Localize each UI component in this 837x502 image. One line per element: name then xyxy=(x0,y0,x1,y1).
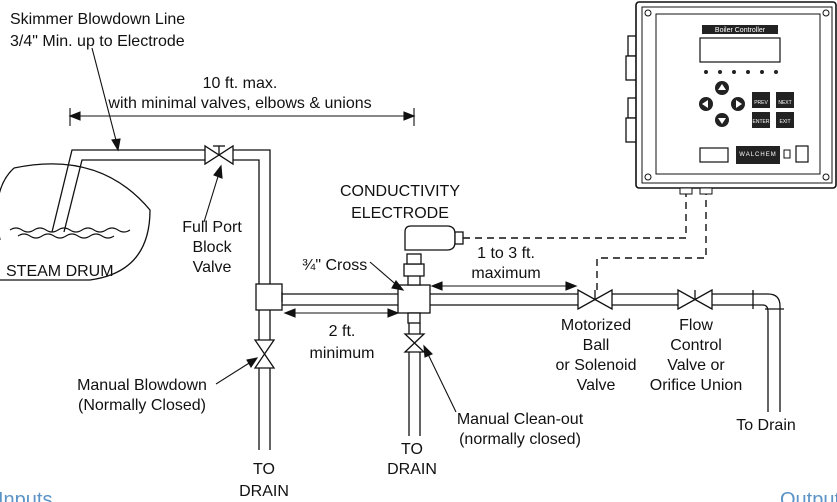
one-to-three-label-2: maximum xyxy=(471,265,540,282)
two-ft-dimension xyxy=(283,308,400,318)
skimmer-line-label-1: Skimmer Blowdown Line xyxy=(10,11,185,28)
to-drain-a-1: TO xyxy=(253,461,275,478)
two-ft-label-2: minimum xyxy=(310,345,375,362)
cross-fitting xyxy=(397,274,431,324)
full-port-block-valve xyxy=(204,144,234,166)
led-row xyxy=(704,70,778,74)
motorized-label-1: Motorized xyxy=(561,317,631,334)
to-drain-a-2: DRAIN xyxy=(239,483,289,500)
one-to-three-ft-dimension xyxy=(430,281,578,291)
brand-plate xyxy=(736,146,780,164)
controller-title: Boiler Controller xyxy=(715,27,766,34)
conductivity-label-1: CONDUCTIVITY xyxy=(340,183,460,200)
manual-blowdown-label-1: Manual Blowdown xyxy=(77,377,207,394)
ten-ft-dimension xyxy=(68,108,416,126)
tee-fitting xyxy=(255,283,283,311)
to-drain-b-1: TO xyxy=(401,441,423,458)
ten-ft-label-1: 10 ft. max. xyxy=(203,75,278,92)
to-drain-c: To Drain xyxy=(736,417,796,434)
manual-blowdown-label-2: (Normally Closed) xyxy=(78,397,206,414)
svg-text:EXIT: EXIT xyxy=(779,119,790,125)
steam-drum xyxy=(0,163,151,281)
leader-arrows xyxy=(91,47,457,413)
manual-cleanout-label-2: (normally closed) xyxy=(459,431,581,448)
exit-button[interactable] xyxy=(776,112,794,128)
conductivity-electrode xyxy=(403,225,464,277)
svg-text:WALCHEM: WALCHEM xyxy=(739,152,776,158)
motorized-label-3: or Solenoid xyxy=(556,357,637,374)
flow-label-4: Orifice Union xyxy=(650,377,742,394)
cross-label: ¾" Cross xyxy=(302,257,367,274)
svg-text:NEXT: NEXT xyxy=(778,100,791,106)
flow-label-2: Control xyxy=(670,337,722,354)
flow-label-3: Valve or xyxy=(667,357,725,374)
elbow-to-drain xyxy=(752,290,784,412)
ten-ft-label-2: with minimal valves, elbows & unions xyxy=(107,95,371,112)
full-port-label-1: Full Port xyxy=(182,219,242,236)
skimmer-line-label-2: 3/4" Min. up to Electrode xyxy=(10,33,185,50)
manual-cleanout-label-1: Manual Clean-out xyxy=(457,411,584,428)
flow-control-valve xyxy=(677,288,713,311)
prev-button[interactable] xyxy=(752,92,770,108)
blowdown-drain-pipe xyxy=(253,310,276,450)
motorized-label-4: Valve xyxy=(577,377,616,394)
main-pipe xyxy=(282,293,753,306)
svg-text:ENTER: ENTER xyxy=(753,119,770,125)
steam-drum-label: STEAM DRUM xyxy=(6,263,114,280)
two-ft-label-1: 2 ft. xyxy=(329,323,356,340)
flow-label-1: Flow xyxy=(679,317,713,334)
inputs-heading-fragment: Inputs xyxy=(0,489,52,502)
full-port-label-2: Block xyxy=(192,239,232,256)
signal-wires xyxy=(463,192,707,290)
skimmer-pipe xyxy=(51,149,271,296)
full-port-label-3: Valve xyxy=(193,259,232,276)
conductivity-label-2: ELECTRODE xyxy=(351,205,449,222)
enter-button[interactable] xyxy=(752,112,770,128)
cleanout-drain-pipe xyxy=(403,323,426,436)
one-to-three-label-1: 1 to 3 ft. xyxy=(477,245,535,262)
outputs-heading-fragment: Outputs xyxy=(780,489,837,502)
motorized-label-2: Ball xyxy=(583,337,610,354)
to-drain-b-2: DRAIN xyxy=(387,461,437,478)
boiler-controller: Boiler Controller PREV NEXT ENTER EXIT W… xyxy=(625,1,837,195)
svg-text:PREV: PREV xyxy=(754,100,768,106)
next-button[interactable] xyxy=(776,92,794,108)
motorized-ball-valve xyxy=(577,288,613,311)
